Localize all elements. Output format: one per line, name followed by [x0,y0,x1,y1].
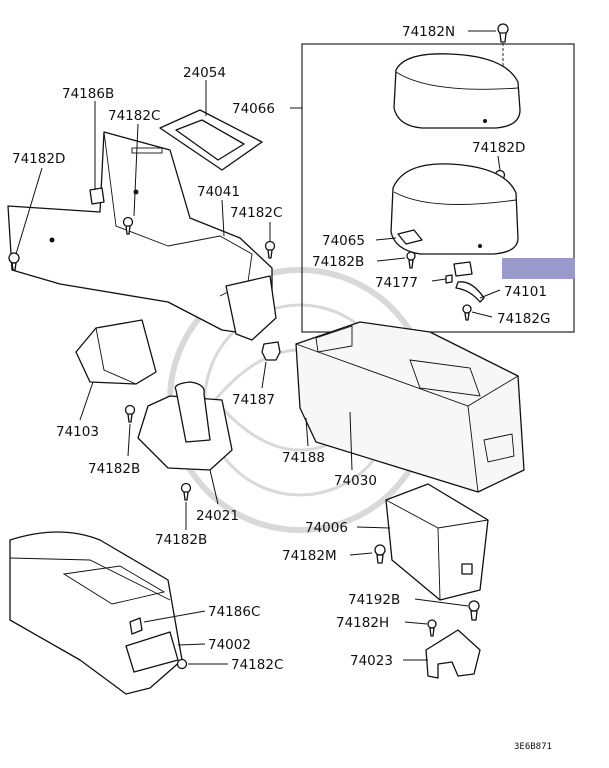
label-74065: 74065 [322,233,365,249]
label-74101: 74101 [504,284,547,300]
screw-74182c-mid[interactable] [264,240,276,259]
label-24021: 24021 [196,508,239,524]
shift-boot[interactable] [137,381,233,471]
label-74182d-right: 74182D [472,140,525,156]
clip-74065[interactable] [397,229,423,245]
rear-console[interactable] [295,321,525,493]
hinge-parts[interactable] [445,261,485,321]
label-74182g: 74182G [497,311,550,327]
bracket-74023[interactable] [425,629,481,679]
ashtray-74002[interactable] [125,631,179,673]
label-74186b: 74186B [62,86,114,102]
armrest-base[interactable] [390,163,519,255]
label-74002: 74002 [208,637,251,653]
screw-74182c-top[interactable] [122,216,134,235]
tray-74103[interactable] [75,319,157,385]
label-74187: 74187 [232,392,275,408]
bolt-74192b[interactable] [468,600,480,621]
screw-74182h[interactable] [427,619,437,637]
label-74192b: 74192B [348,592,400,608]
screw-74182b-right[interactable] [406,251,416,269]
label-74041: 74041 [197,184,240,200]
leader-lines [15,30,501,665]
label-74182c-mid: 74182C [230,205,282,221]
label-74182b-right: 74182B [312,254,364,270]
armrest-lid[interactable] [393,53,521,129]
screw-74182m[interactable] [374,544,386,564]
label-74182m: 74182M [282,548,337,564]
label-24054: 24054 [183,65,226,81]
label-74023: 74023 [350,653,393,669]
label-74182h: 74182H [336,615,389,631]
label-74030: 74030 [334,473,377,489]
label-74006: 74006 [305,520,348,536]
label-74182d-left: 74182D [12,151,65,167]
front-console[interactable] [7,131,277,341]
highlight-74101[interactable] [502,258,575,279]
label-74177: 74177 [375,275,418,291]
label-74182b-bottom: 74182B [155,532,207,548]
label-74188: 74188 [282,450,325,466]
clip-74186c[interactable] [129,617,143,635]
screw-74182d-left[interactable] [8,252,20,271]
label-74182b-left: 74182B [88,461,140,477]
label-74182n: 74182N [402,24,455,40]
label-74066: 74066 [232,101,275,117]
screw-74182b-bottom[interactable] [180,482,192,501]
subassembly-frame [301,43,575,333]
screw-74182c-bottom[interactable] [176,658,188,670]
label-74103: 74103 [56,424,99,440]
label-74182c-top: 74182C [108,108,160,124]
drawing-code: 3E6B871 [514,742,552,752]
label-74182c-bottom: 74182C [231,657,283,673]
shift-trim-ring[interactable] [159,109,263,171]
grommet-74187[interactable] [261,341,281,361]
console-rear-body[interactable] [9,531,183,695]
clip-74186b[interactable] [89,187,105,205]
label-74186c: 74186C [208,604,260,620]
cup-holder[interactable] [385,483,489,601]
part-labels: 74182N 24054 74186B 74182C 74066 74182D … [12,24,552,752]
screw-74182b-left[interactable] [124,404,136,423]
